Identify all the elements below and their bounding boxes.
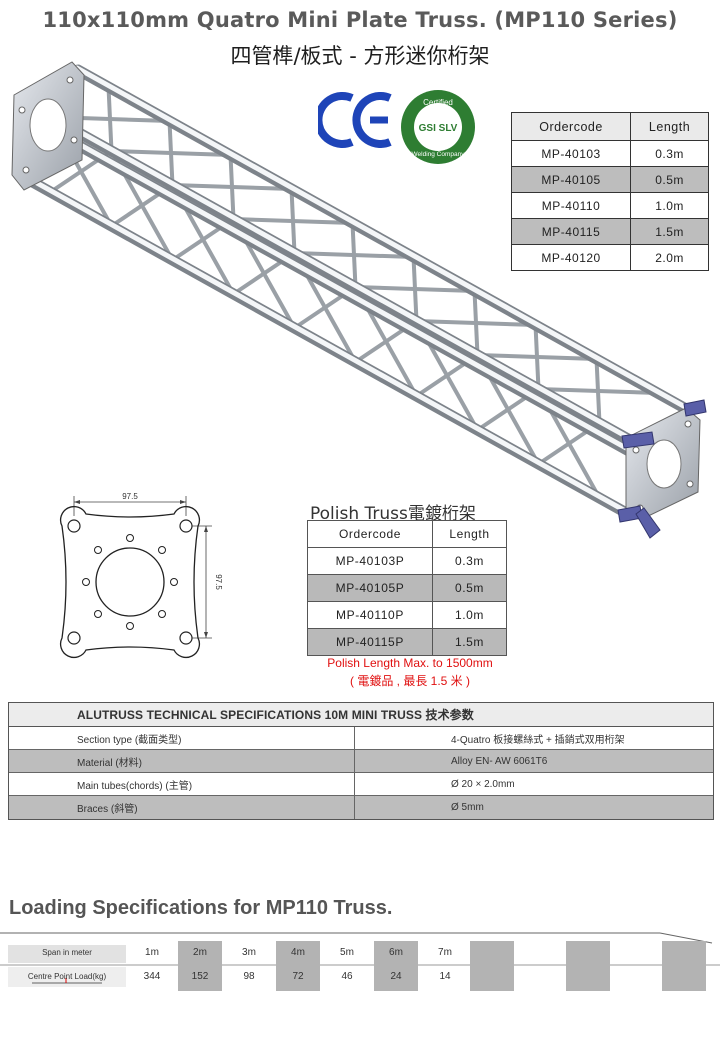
- ordercode-cell: MP-40110P: [307, 601, 433, 629]
- loading-specifications-title: Loading Specifications for MP110 Truss.: [9, 897, 393, 919]
- length-cell: 1.0m: [630, 192, 709, 219]
- ordercode-cell: MP-40105: [510, 166, 632, 193]
- column-header: Ordercode: [510, 112, 632, 141]
- page-subtitle: 四管榫/板式 - 方形迷你桁架: [230, 44, 490, 68]
- load-cell: 344: [143, 971, 161, 982]
- length-cell: 0.3m: [630, 140, 709, 167]
- table-row: MP-40105 0.5m: [510, 166, 709, 193]
- load-cell: 72: [292, 971, 304, 982]
- load-row: Centre Point Load(kg) 344 152 98 72 46 2…: [0, 968, 720, 988]
- spec-value: 4-Quatro 板接螺絲式 + 插銷式双用桁架: [451, 734, 625, 746]
- table-row: MP-40103P 0.3m: [307, 547, 508, 575]
- length-cell: 2.0m: [630, 244, 709, 271]
- spec-value: Ø 5mm: [451, 802, 484, 813]
- loading-table-background: [0, 932, 720, 991]
- spec-label: Main tubes(chords) (主管): [9, 773, 355, 795]
- polish-length-note: Polish Length Max. to 1500mm: [327, 656, 493, 670]
- table-row: MP-40115P 1.5m: [307, 628, 508, 656]
- table-row: MP-40115 1.5m: [510, 218, 709, 245]
- ordercode-cell: MP-40115: [510, 218, 632, 245]
- load-cell: 152: [191, 971, 209, 982]
- spec-row: Braces (斜管) Ø 5mm: [9, 796, 713, 819]
- spec-value: Ø 20 × 2.0mm: [451, 778, 515, 790]
- end-plate-drawing: 97.5 97.5: [59, 492, 223, 659]
- ordercode-cell: MP-40110: [510, 192, 632, 219]
- span-cell: 1m: [145, 947, 159, 958]
- length-cell: 0.3m: [431, 547, 508, 575]
- polish-truss-title: Polish Truss電鍍桁架: [310, 504, 476, 524]
- length-cell: 1.5m: [630, 218, 709, 245]
- table-header-row: Ordercode Length: [307, 520, 508, 548]
- spec-row: Material (材料) Alloy EN- AW 6061T6: [9, 750, 713, 773]
- load-label: Centre Point Load(kg): [27, 972, 107, 981]
- load-cell: 24: [390, 971, 402, 982]
- svg-text:GSI SLV: GSI SLV: [419, 123, 458, 134]
- load-cell: 14: [439, 971, 451, 982]
- length-cell: 0.5m: [630, 166, 709, 193]
- spec-label: Section type (截面类型): [9, 727, 355, 749]
- table-row: MP-40103 0.3m: [510, 140, 709, 167]
- span-cell: 3m: [242, 947, 256, 958]
- spec-value: Alloy EN- AW 6061T6: [451, 755, 548, 767]
- span-cell: 2m: [193, 947, 207, 958]
- length-cell: 0.5m: [431, 574, 508, 602]
- span-cell: 6m: [389, 947, 403, 958]
- technical-specifications-table: ALUTRUSS TECHNICAL SPECIFICATIONS 10M MI…: [8, 702, 714, 820]
- ordercode-cell: MP-40103P: [307, 547, 433, 575]
- column-header: Ordercode: [307, 520, 433, 548]
- svg-text:Welding Company: Welding Company: [412, 151, 466, 158]
- plate-height-dimension: 97.5: [214, 574, 223, 590]
- ce-mark-icon: CE: [318, 92, 392, 148]
- spec-row: Section type (截面类型) 4-Quatro 板接螺絲式 + 插銷式…: [9, 727, 713, 750]
- table-row: MP-40105P 0.5m: [307, 574, 508, 602]
- length-cell: 1.5m: [431, 628, 508, 656]
- spec-heading: ALUTRUSS TECHNICAL SPECIFICATIONS 10M MI…: [9, 703, 713, 727]
- page-title: 110x110mm Quatro Mini Plate Truss. (MP11…: [42, 8, 678, 32]
- span-row: Span in meter 1m 2m 3m 4m 5m 6m 7m: [0, 944, 720, 964]
- length-cell: 1.0m: [431, 601, 508, 629]
- plate-width-dimension: 97.5: [122, 492, 138, 501]
- svg-text:Certified: Certified: [423, 98, 453, 107]
- spec-row: Main tubes(chords) (主管) Ø 20 × 2.0mm: [9, 773, 713, 796]
- spec-label: Braces (斜管): [9, 796, 355, 819]
- gsi-slv-certified-logo: Certified GSI SLV Welding Company: [401, 90, 475, 164]
- span-cell: 7m: [438, 947, 452, 958]
- ordercode-cell: MP-40105P: [307, 574, 433, 602]
- table-row: MP-40120 2.0m: [510, 244, 709, 271]
- span-cell: 4m: [291, 947, 305, 958]
- table-row: MP-40110 1.0m: [510, 192, 709, 219]
- spec-label: Material (材料): [9, 750, 355, 772]
- polish-length-note-zh: ( 電鍍品 , 最長 1.5 米 ): [349, 674, 470, 688]
- column-header: Length: [630, 112, 709, 141]
- ordercode-cell: MP-40103: [510, 140, 632, 167]
- column-header: Length: [431, 520, 508, 548]
- ordercode-table: Ordercode Length MP-40103 0.3m MP-40105 …: [510, 112, 709, 271]
- table-row: MP-40110P 1.0m: [307, 601, 508, 629]
- load-cell: 46: [341, 971, 353, 982]
- ordercode-cell: MP-40120: [510, 244, 632, 271]
- table-header-row: Ordercode Length: [510, 112, 709, 141]
- truss-illustration: [11, 61, 707, 539]
- span-label: Span in meter: [42, 948, 92, 957]
- ordercode-cell: MP-40115P: [307, 628, 433, 656]
- span-cell: 5m: [340, 947, 354, 958]
- load-cell: 98: [243, 971, 255, 982]
- polish-ordercode-table: Ordercode Length MP-40103P 0.3m MP-40105…: [307, 520, 508, 656]
